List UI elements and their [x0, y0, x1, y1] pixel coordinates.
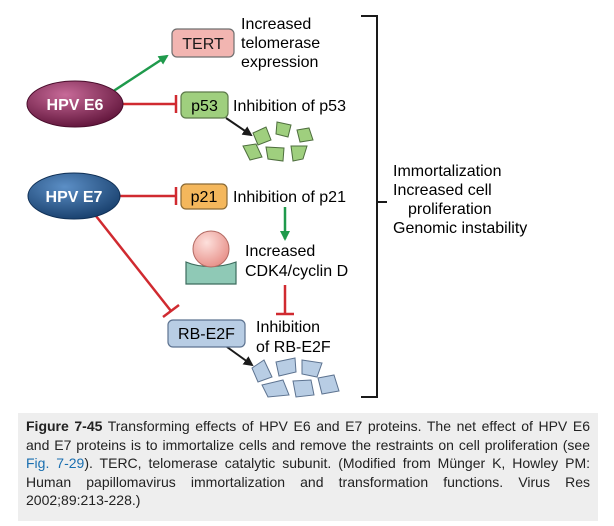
- p21-effect-label: Inhibition of p21: [233, 189, 346, 206]
- p53-degradation-arrow: [225, 117, 253, 137]
- rb-effect-line-2: of RB-E2F: [256, 339, 331, 356]
- e7-inhibits-rb-bar: [162, 304, 180, 318]
- tert-effect-line-2: telomerase: [241, 35, 320, 52]
- outcome-proliferation: proliferation: [408, 201, 492, 218]
- rb-effect-line-1: Inhibition: [256, 319, 320, 336]
- rb-e2f-label: RB-E2F: [178, 326, 235, 343]
- p53-fragments: [242, 121, 314, 162]
- e6-to-tert-arrow: [111, 54, 169, 94]
- rb-e2f-fragments: [251, 357, 340, 398]
- rb-e2f-box: [167, 319, 246, 348]
- caption-text: Transforming effects of HPV E6 and E7 pr…: [26, 418, 590, 453]
- e7-inhibits-rb-line: [95, 215, 172, 312]
- outcome-immortalization: Immortalization: [393, 163, 501, 180]
- hpv-e7-label: HPV E7: [46, 189, 103, 206]
- hpv-e6-oval: [26, 80, 124, 128]
- p53-label: p53: [191, 98, 218, 115]
- tert-box: [171, 28, 235, 58]
- caption-text-end: ). TERC, telomerase catalytic subunit. (…: [26, 455, 591, 509]
- tert-effect-line-1: Increased: [241, 16, 311, 33]
- cdk-label-line-2: CDK4/cyclin D: [245, 263, 348, 280]
- hpv-e6-label: HPV E6: [47, 97, 104, 114]
- cdk-label-line-1: Increased: [245, 243, 315, 260]
- p53-box: [180, 91, 229, 119]
- figure-caption: Figure 7-45 Transforming effects of HPV …: [18, 413, 598, 521]
- p53-effect-label: Inhibition of p53: [233, 98, 346, 115]
- outcome-genomic-instability: Genomic instability: [393, 220, 527, 237]
- tert-effect-line-3: expression: [241, 54, 318, 71]
- outcome-increased-cell: Increased cell: [393, 182, 492, 199]
- p21-label: p21: [191, 189, 218, 206]
- tert-label: TERT: [182, 36, 224, 53]
- outcome-bracket: [361, 15, 387, 398]
- cdk4-cyclin-d-icon: [185, 230, 237, 285]
- figure-label: Figure 7-45: [26, 418, 103, 434]
- figure-reference-link[interactable]: Fig. 7-29: [26, 455, 85, 472]
- hpv-e7-oval: [27, 172, 121, 220]
- p21-box: [180, 183, 228, 210]
- rb-degradation-arrow: [226, 346, 254, 367]
- hpv-diagram: HPV E6 HPV E7 TERT Increased telomerase …: [26, 15, 527, 398]
